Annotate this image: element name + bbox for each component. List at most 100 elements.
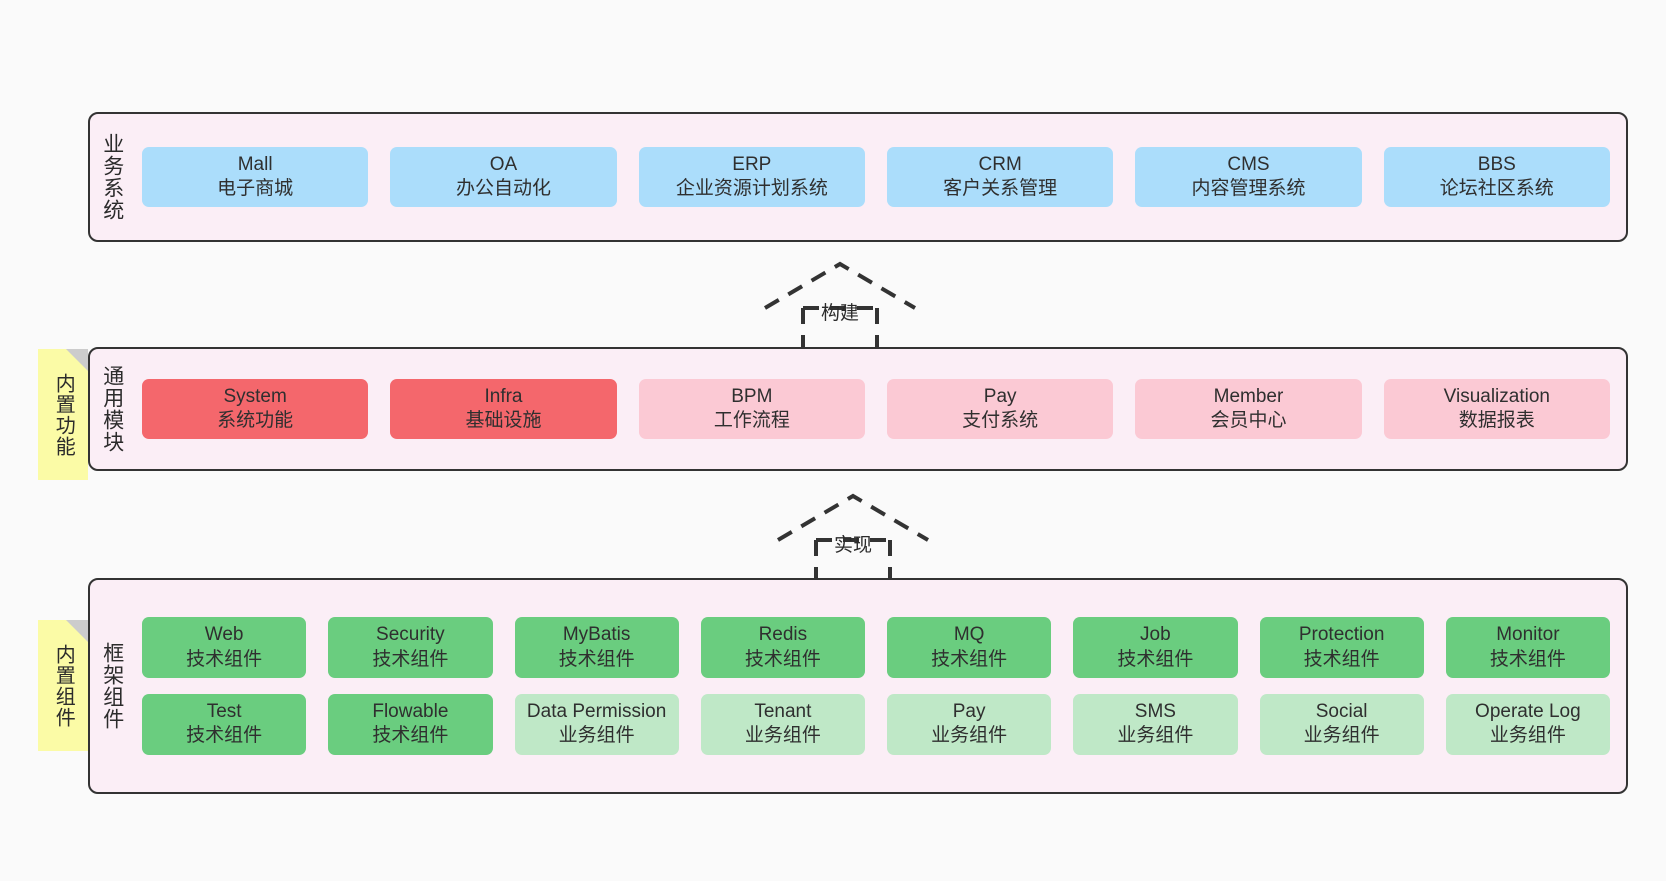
layer-title-business-system: 业务系统 [100,133,124,221]
node-title: Monitor [1496,624,1560,646]
node-title: Social [1315,701,1368,722]
node-subtitle: 业务组件 [931,725,1008,747]
node-subtitle: 工作流程 [713,410,790,431]
node-mq[interactable]: MQ 技术组件 [887,617,1052,678]
node-mybatis[interactable]: MyBatis 技术组件 [514,617,679,678]
node-subtitle: 客户关系管理 [943,178,1058,199]
node-social[interactable]: Social 业务组件 [1259,694,1424,755]
connector-build-label: 构建 [820,303,860,324]
node-subtitle: 技术组件 [1117,648,1194,670]
node-member[interactable]: Member 会员中心 [1135,378,1362,440]
node-infra[interactable]: Infra 基础设施 [390,378,617,440]
layer-body-framework-components: Web 技术组件 Security 技术组件 MyBatis 技术组件 Redi… [134,580,1626,792]
node-subtitle: 支付系统 [962,410,1039,431]
node-subtitle: 企业资源计划系统 [675,178,828,199]
layer-business-system: 业务系统 Mall 电子商城 OA 办公自动化 ERP 企业资源计划系统 CRM… [88,112,1628,242]
node-subtitle: 业务组件 [1117,725,1194,747]
node-title: CMS [1227,153,1270,175]
node-title: MQ [953,624,985,646]
node-subtitle: 系统功能 [217,410,294,431]
node-test[interactable]: Test 技术组件 [142,694,307,755]
node-title: Tenant [754,701,812,722]
node-subtitle: 技术组件 [372,648,449,670]
node-subtitle: 业务组件 [1489,725,1566,747]
node-operate-log[interactable]: Operate Log 业务组件 [1445,694,1610,755]
node-subtitle: 业务组件 [1303,725,1380,747]
node-title: Job [1140,624,1171,646]
node-subtitle: 业务组件 [744,725,821,747]
row-tech-components: Web 技术组件 Security 技术组件 MyBatis 技术组件 Redi… [142,617,1610,678]
node-subtitle: 技术组件 [931,648,1008,670]
node-title: MyBatis [562,624,631,646]
node-subtitle: 基础设施 [465,410,542,431]
node-title: Mall [237,153,273,175]
node-subtitle: 办公自动化 [455,178,551,199]
node-system[interactable]: System 系统功能 [142,378,369,440]
generalization-arrowhead-icon [776,493,930,542]
row-business-apps: Mall 电子商城 OA 办公自动化 ERP 企业资源计划系统 CRM 客户关系… [142,146,1610,208]
node-subtitle: 电子商城 [217,178,294,199]
node-title: Web [204,624,244,646]
note-fold-icon [66,620,88,642]
node-subtitle: 技术组件 [186,648,263,670]
layer-framework-components: 框架组件 Web 技术组件 Security 技术组件 MyBatis 技术组件… [88,578,1628,794]
node-crm[interactable]: CRM 客户关系管理 [886,146,1114,208]
node-title: System [223,385,287,407]
connector-implement: 实现 [768,490,938,590]
node-pay-module[interactable]: Pay 支付系统 [886,378,1114,440]
node-pay-component[interactable]: Pay 业务组件 [887,694,1052,755]
node-subtitle: 技术组件 [1303,648,1380,670]
node-visualization[interactable]: Visualization 数据报表 [1383,378,1610,440]
node-title: BBS [1477,153,1516,175]
node-title: BPM [731,385,773,407]
row-common-modules: System 系统功能 Infra 基础设施 BPM 工作流程 Pay 支付系统… [142,378,1610,440]
node-title: Member [1213,385,1284,407]
node-oa[interactable]: OA 办公自动化 [390,146,617,208]
node-mall[interactable]: Mall 电子商城 [142,146,369,208]
node-data-permission[interactable]: Data Permission 业务组件 [514,694,679,755]
node-job[interactable]: Job 技术组件 [1073,617,1238,678]
node-title: OA [489,153,518,175]
node-subtitle: 技术组件 [1489,648,1566,670]
node-subtitle: 技术组件 [186,725,263,747]
note-builtin-component: 内置组件 [38,620,88,751]
node-title: Pay [983,385,1017,407]
node-subtitle: 技术组件 [744,648,821,670]
node-protection[interactable]: Protection 技术组件 [1259,617,1424,678]
node-security[interactable]: Security 技术组件 [328,617,493,678]
node-bbs[interactable]: BBS 论坛社区系统 [1383,146,1610,208]
node-bpm[interactable]: BPM 工作流程 [638,378,865,440]
node-title: Data Permission [526,701,667,722]
node-title: CRM [978,153,1022,175]
connector-build: 构建 [755,258,925,358]
node-title: Operate Log [1475,701,1581,722]
node-subtitle: 技术组件 [372,725,449,747]
node-web[interactable]: Web 技术组件 [142,617,307,678]
node-title: Pay [952,701,986,722]
node-title: Redis [758,624,808,646]
node-subtitle: 论坛社区系统 [1439,178,1554,199]
layer-body-business-system: Mall 电子商城 OA 办公自动化 ERP 企业资源计划系统 CRM 客户关系… [134,114,1626,240]
node-tenant[interactable]: Tenant 业务组件 [700,694,865,755]
node-subtitle: 业务组件 [558,725,635,747]
layer-body-common-modules: System 系统功能 Infra 基础设施 BPM 工作流程 Pay 支付系统… [134,349,1626,469]
node-redis[interactable]: Redis 技术组件 [700,617,865,678]
node-flowable[interactable]: Flowable 技术组件 [328,694,493,755]
node-title: Test [206,701,242,722]
node-sms[interactable]: SMS 业务组件 [1073,694,1238,755]
node-subtitle: 技术组件 [558,648,635,670]
generalization-arrowhead-icon [763,261,917,310]
node-subtitle: 数据报表 [1458,410,1535,431]
node-erp[interactable]: ERP 企业资源计划系统 [638,146,865,208]
layer-common-modules: 通用模块 System 系统功能 Infra 基础设施 BPM 工作流程 Pay… [88,347,1628,471]
note-fold-icon [66,349,88,371]
layer-title-common-modules: 通用模块 [100,365,124,453]
node-title: Flowable [372,701,449,722]
node-monitor[interactable]: Monitor 技术组件 [1445,617,1610,678]
node-cms[interactable]: CMS 内容管理系统 [1135,146,1362,208]
node-title: SMS [1134,701,1176,722]
node-subtitle: 内容管理系统 [1191,178,1306,199]
node-title: Infra [484,385,523,407]
note-builtin-feature: 内置功能 [38,349,88,480]
